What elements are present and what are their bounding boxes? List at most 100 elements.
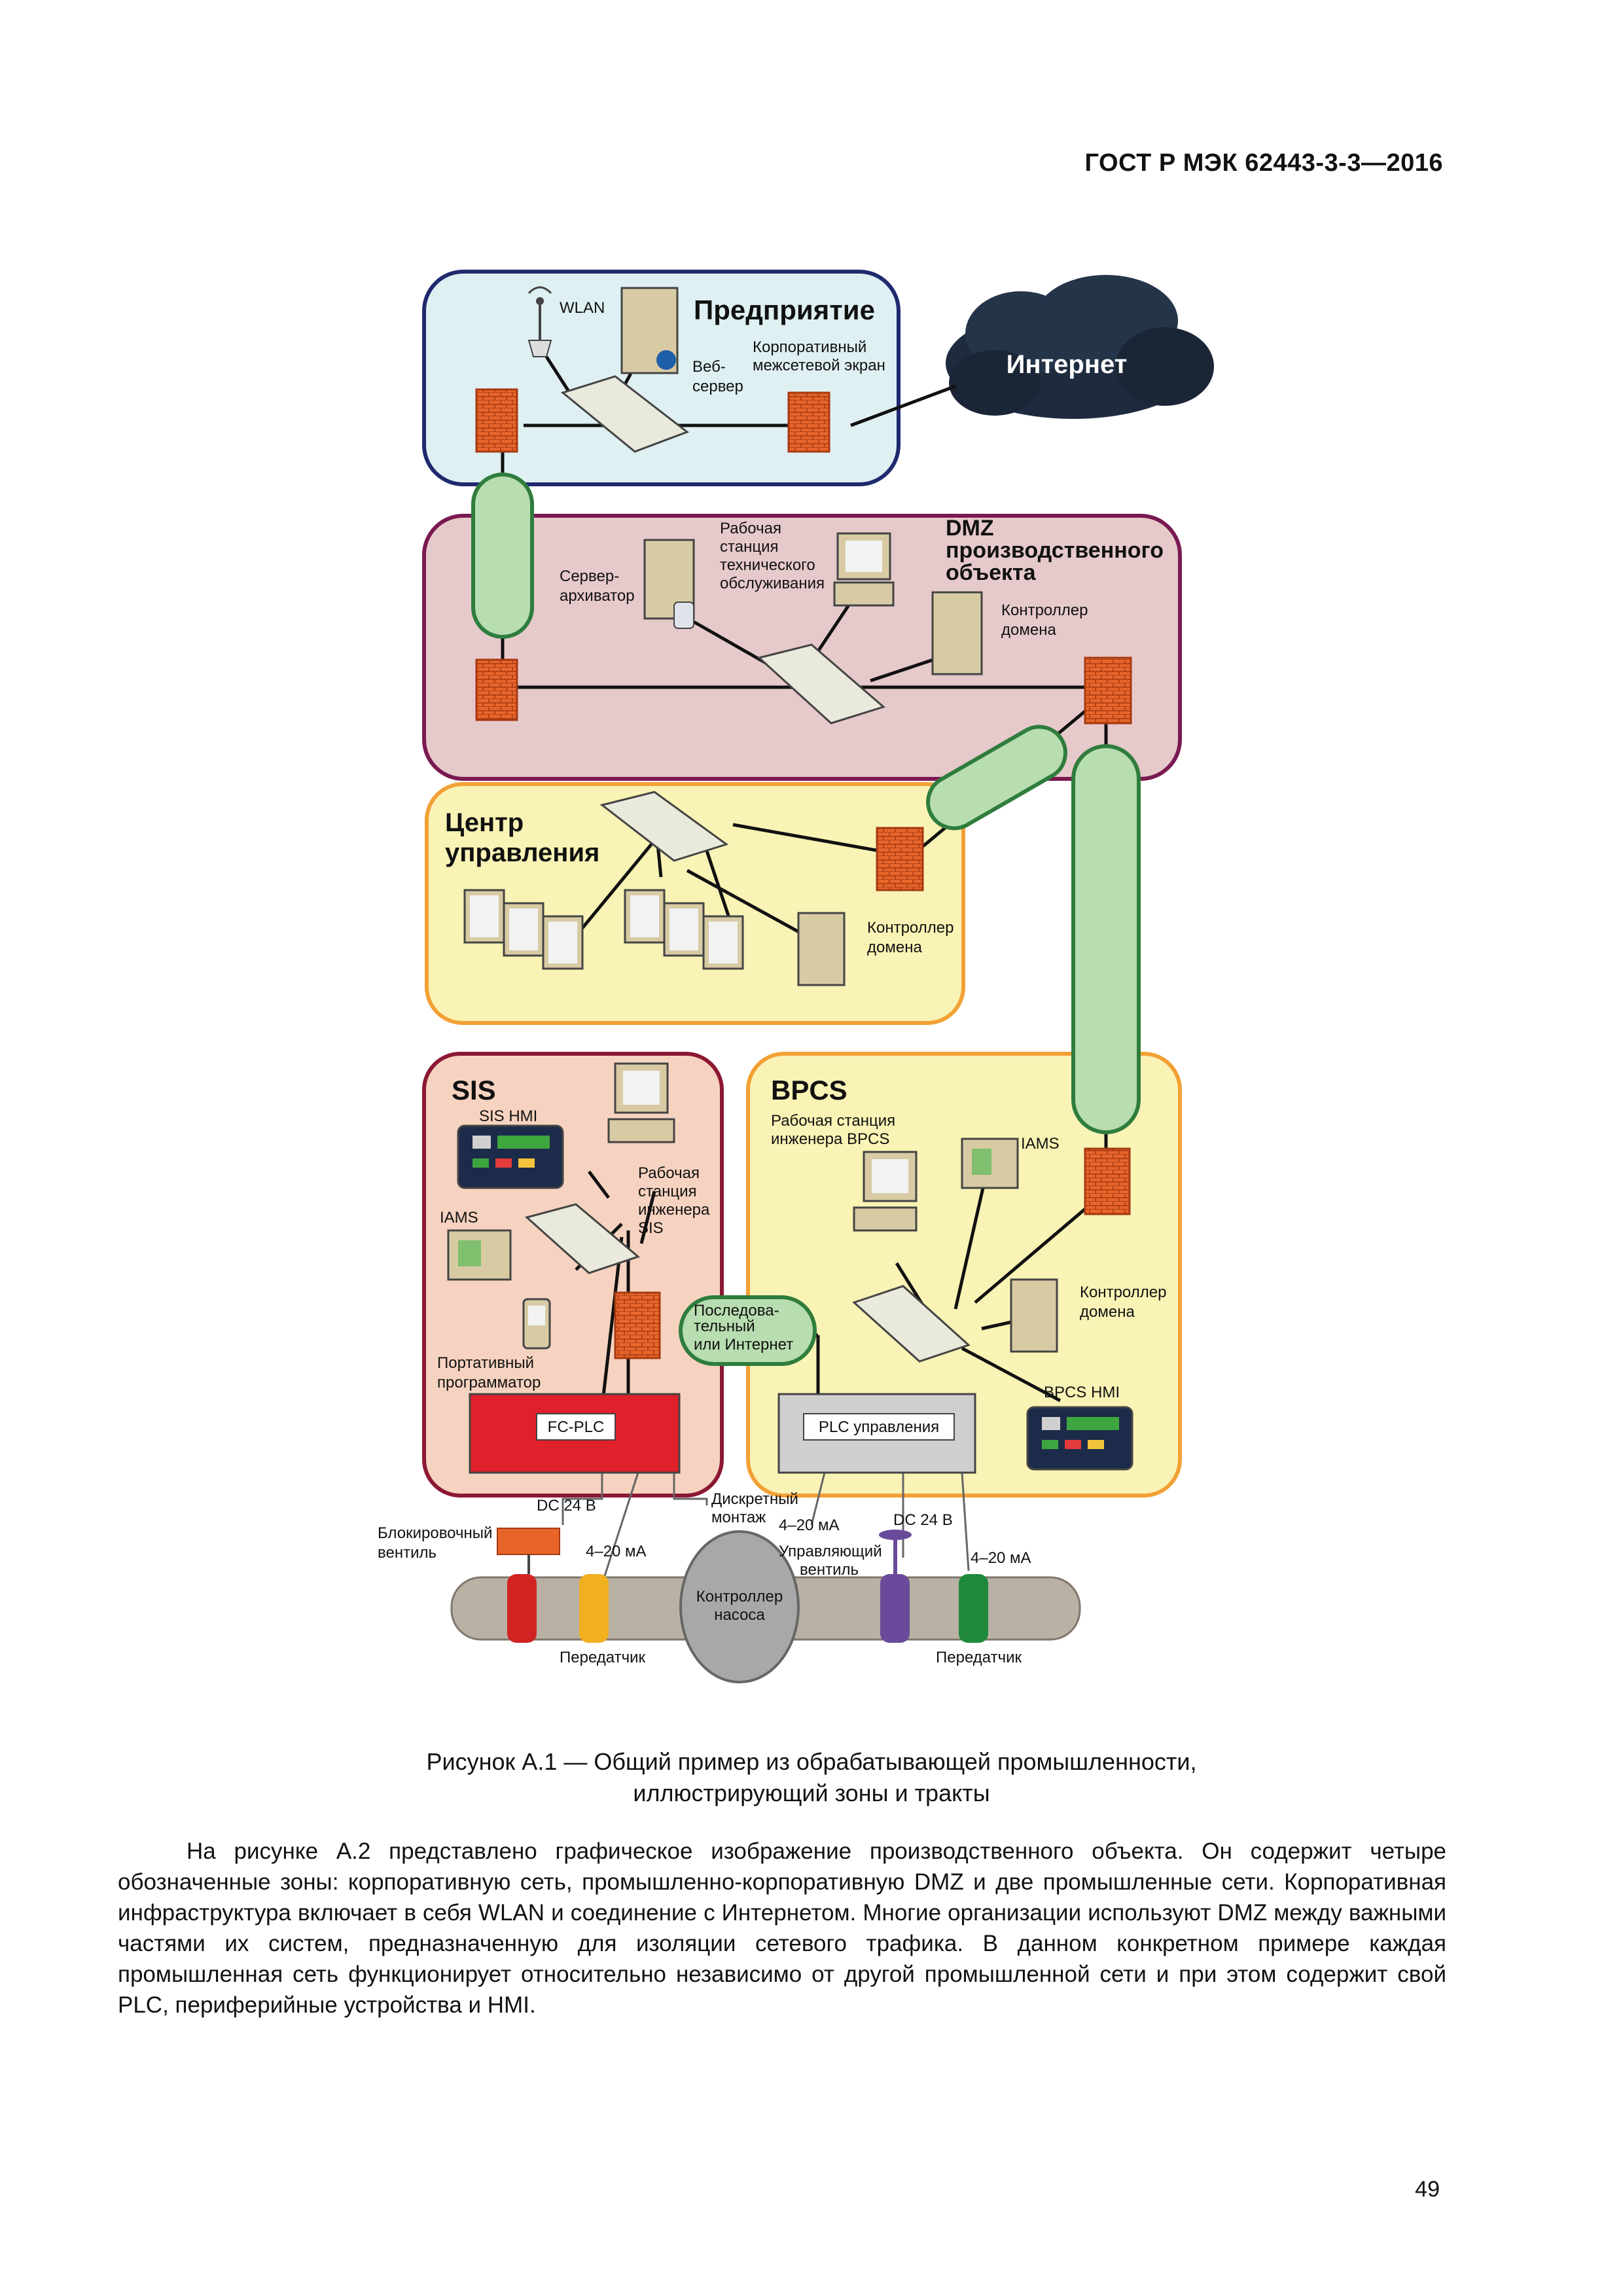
bpcs-iams-label: IAMS — [1021, 1135, 1060, 1153]
historian-label: архиватор — [560, 587, 635, 605]
enterprise-zone — [422, 270, 901, 486]
server-icon — [1010, 1278, 1058, 1353]
body-paragraph: На рисунке А.2 представлено графическое … — [118, 1839, 1446, 2018]
server-icon — [643, 539, 695, 629]
transmitter-label: Передатчик — [560, 1649, 645, 1666]
serial-link-label: Последова- — [694, 1302, 779, 1319]
cc-domain-controller-label: Контроллер — [867, 919, 954, 937]
switch-icon — [560, 375, 690, 453]
hardwired-label: монтаж — [711, 1509, 766, 1526]
dmz-domain-controller-label: Контроллер — [1001, 601, 1088, 619]
control-valve-label: Управляющий — [779, 1543, 882, 1560]
wlan-label: WLAN — [560, 299, 605, 317]
web-server-label: сервер — [692, 378, 743, 395]
control-center-zone-label: управления — [445, 838, 599, 867]
transmitter-label: Передатчик — [936, 1649, 1022, 1666]
diagram-labels: Предприятие DMZ производственного объект… — [378, 295, 1166, 1666]
iams-device-icon — [961, 1138, 1019, 1189]
hmi-panel-icon — [457, 1124, 564, 1189]
switch-icon — [599, 791, 729, 862]
firewall-icon — [876, 827, 924, 891]
field-wiring — [562, 1472, 970, 1585]
page-number: 49 — [1415, 2177, 1440, 2202]
sis-ws-label: Рабочая — [638, 1164, 700, 1182]
bpcs-domain-controller-label: Контроллер — [1080, 1283, 1166, 1301]
portable-programmer-label: Портативный — [437, 1354, 534, 1372]
cc-domain-controller-label: домена — [867, 939, 922, 956]
body-paragraph-block: На рисунке А.2 представлено графическое … — [118, 1836, 1446, 2020]
current-loop-label: 4–20 мА — [586, 1543, 647, 1560]
switch-icon — [524, 1203, 641, 1274]
control-plc-rack: PLC управления — [777, 1393, 976, 1474]
serial-link-label: тельный — [694, 1318, 755, 1335]
sis-ws-label: станция — [638, 1183, 696, 1200]
control-center-zone-label: Центр — [445, 808, 524, 837]
server-icon — [797, 912, 846, 986]
interlock-valve-label: Блокировочный — [378, 1524, 492, 1542]
document-header: ГОСТ Р МЭК 62443-3-3—2016 — [1084, 149, 1443, 177]
historian-label: Сервер- — [560, 567, 619, 585]
conduit-enterprise-dmz — [471, 473, 534, 639]
firewall-icon — [1084, 1147, 1131, 1215]
fc-plc-rack: FC-PLC — [469, 1393, 681, 1474]
switch-icon — [852, 1285, 971, 1363]
dc24-label: DC 24 В — [537, 1497, 596, 1515]
bpcs-ws-label: Рабочая станция — [771, 1112, 895, 1130]
corp-firewall-label: Корпоративный — [753, 338, 866, 356]
dmz-domain-controller-label: домена — [1001, 621, 1056, 639]
sis-hmi-label: SIS HMI — [479, 1107, 537, 1125]
sis-iams-label: IAMS — [440, 1209, 478, 1227]
corp-firewall-label: межсетевой экран — [753, 357, 885, 374]
monitor-array-icon — [624, 889, 744, 970]
serial-link-label: или Интернет — [694, 1336, 793, 1354]
conduit-serial — [679, 1295, 817, 1366]
firewall-icon — [475, 388, 518, 453]
hardwired-label: Дискретный — [711, 1490, 798, 1508]
zone-diagram: Интернет — [378, 270, 1214, 1683]
pump-controller-label: насоса — [714, 1606, 765, 1624]
internet-cloud: Интернет — [946, 275, 1214, 419]
hmi-panel-icon — [1026, 1406, 1133, 1471]
figure-caption-line: Рисунок А.1 — Общий пример из обрабатыва… — [426, 1748, 1197, 1775]
figure-caption: Рисунок А.1 — Общий пример из обрабатыва… — [0, 1746, 1623, 1809]
server-icon — [931, 591, 983, 675]
firewall-icon — [475, 658, 518, 721]
dmz-zone-label: производственного — [946, 538, 1164, 563]
dc24-label: DC 24 В — [893, 1511, 953, 1529]
current-loop-label: 4–20 мА — [779, 1516, 840, 1534]
bpcs-hmi-label: BPCS HMI — [1044, 1384, 1120, 1401]
bpcs-ws-label: инженера BPCS — [771, 1130, 889, 1148]
firewall-icon — [614, 1291, 661, 1359]
switch-icon — [757, 643, 886, 725]
conduit-dmz-bpcs — [1071, 744, 1141, 1134]
internet-label: Интернет — [1007, 350, 1128, 379]
web-server-label: Веб- — [692, 358, 726, 376]
monitor-array-icon — [463, 889, 584, 970]
maint-ws-label: Рабочая — [720, 520, 781, 537]
firewall-icon — [1084, 656, 1132, 725]
control-plc-label: PLC управления — [819, 1418, 939, 1436]
pump-controller-label: Контроллер — [696, 1588, 783, 1605]
dmz-zone-label: DMZ — [946, 516, 994, 541]
firewall-icon — [787, 391, 830, 453]
server-icon — [620, 287, 679, 374]
maint-ws-label: технического — [720, 556, 815, 574]
bpcs-zone-label: BPCS — [771, 1075, 847, 1105]
maint-ws-label: обслуживания — [720, 575, 825, 592]
sis-ws-label: SIS — [638, 1219, 664, 1237]
portable-programmer-icon — [522, 1298, 551, 1350]
current-loop-label: 4–20 мА — [971, 1549, 1031, 1567]
fc-plc-label: FC-PLC — [548, 1418, 605, 1436]
control-valve-label: вентиль — [800, 1561, 859, 1579]
iams-device-icon — [447, 1229, 512, 1281]
interlock-valve-label: вентиль — [378, 1544, 437, 1562]
zone-diagram-figure: Интернет — [366, 262, 1217, 1728]
workstation-icon — [853, 1151, 918, 1232]
sis-ws-label: инженера — [638, 1201, 710, 1219]
dmz-zone-label: объекта — [946, 560, 1037, 585]
figure-caption-line: иллюстрирующий зоны и тракты — [633, 1780, 990, 1806]
conduit-dmz-control — [926, 725, 1067, 831]
workstation-icon — [833, 532, 895, 607]
sis-zone-label: SIS — [452, 1075, 496, 1105]
enterprise-zone-label: Предприятие — [694, 295, 875, 325]
